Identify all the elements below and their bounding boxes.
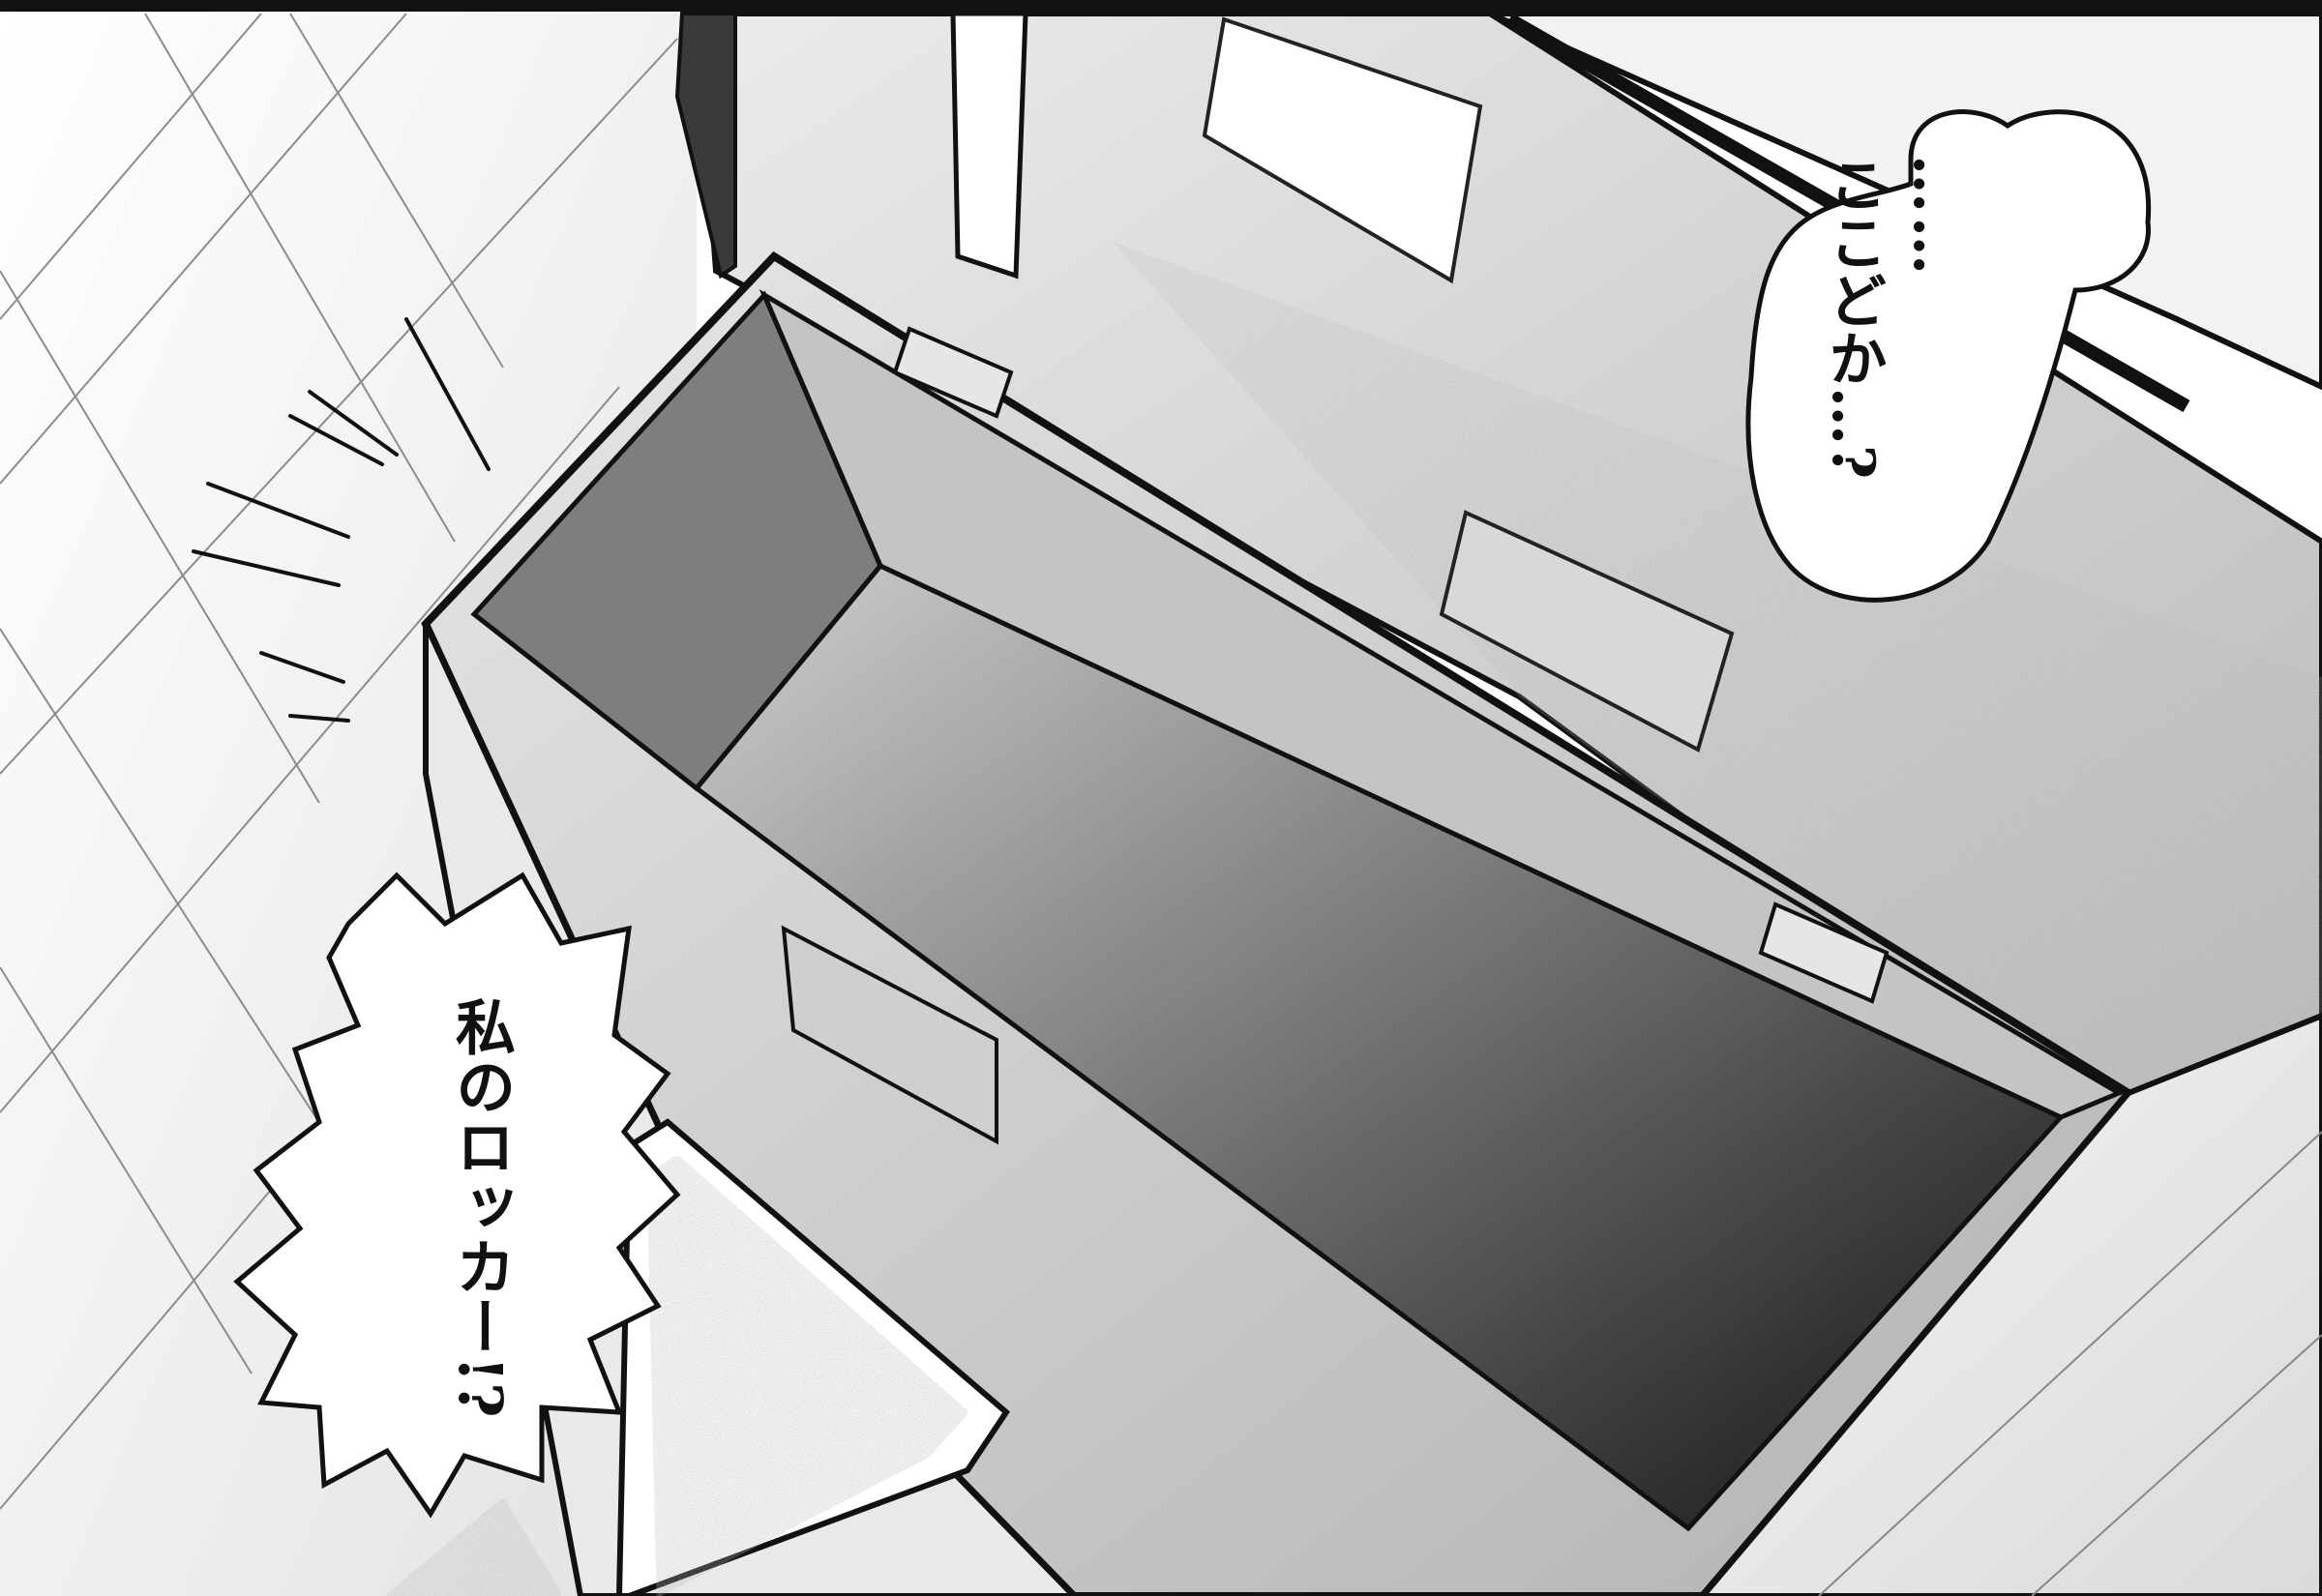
hinge-left xyxy=(892,326,1014,419)
speech-bubble-thought xyxy=(1745,109,2152,603)
lid-strap xyxy=(950,11,1028,280)
action-lines xyxy=(192,317,491,723)
speech-bubble-shout xyxy=(233,872,681,1519)
hinge-right xyxy=(1758,901,1890,1004)
lid-label-top xyxy=(1202,16,1483,284)
door-frame xyxy=(674,12,737,280)
locker-handle xyxy=(781,925,998,1145)
thought-text: …… ここどか…? xyxy=(1819,155,1968,561)
floor-right xyxy=(1699,1012,2322,1596)
thought-line-1: …… xyxy=(1900,155,1968,279)
thought-line-2: ここどか…? xyxy=(1819,155,1887,480)
panel-top-border xyxy=(0,0,2322,12)
shout-text: 私のロッカー!? xyxy=(445,996,516,1418)
adjacent-locker-corner xyxy=(383,1495,564,1596)
lid-label-middle xyxy=(1439,510,1735,753)
adjacent-locker-tone xyxy=(646,1154,970,1596)
